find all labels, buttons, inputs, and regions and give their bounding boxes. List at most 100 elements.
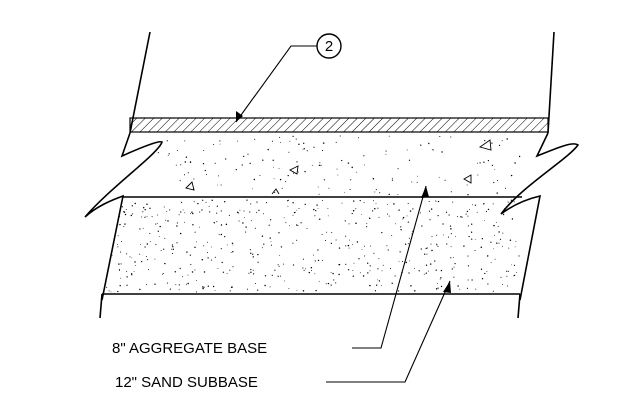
stipple-dot [497,179,499,182]
stipple-dot [296,289,298,291]
stipple-dot [285,181,287,183]
stipple-dot [190,263,192,265]
stipple-dot [149,232,151,235]
stipple-dot [442,234,444,236]
stipple-dot [366,226,368,228]
stipple-dot [139,253,141,255]
stipple-dot [270,241,272,242]
stipple-dot [518,155,521,158]
stipple-dot [117,246,119,248]
label-sand-subbase: 12" SAND SUBBASE [115,374,258,391]
stipple-dot [124,223,126,225]
stipple-dot [352,270,354,272]
stipple-dot [261,235,264,237]
stipple-dot [437,200,440,203]
stipple-dot [444,179,446,181]
stipple-dot [241,164,243,166]
stipple-dot [338,263,341,266]
stipple-dot [149,207,151,209]
stipple-dot [220,248,222,250]
stipple-dot [325,283,327,285]
stipple-dot [374,290,377,292]
stipple-dot [460,216,462,218]
stipple-dot [292,242,294,244]
stipple-dot [480,246,483,248]
stipple-dot [272,159,274,161]
stipple-dot [358,137,359,139]
stipple-dot [218,234,220,236]
stipple-dot [330,272,332,274]
stipple-dot [391,282,393,284]
stipple-dot [515,240,517,242]
stipple-dot [467,194,469,196]
stipple-dot [406,149,408,151]
stipple-dot [413,267,415,269]
stipple-dot [196,279,198,281]
stipple-dot [206,252,209,254]
stipple-dot [326,231,328,233]
stipple-dot [348,223,350,225]
stipple-dot [256,211,258,213]
stipple-dot [287,174,289,177]
stipple-dot [213,222,216,224]
stipple-dot [402,216,405,219]
stipple-dot [471,204,473,206]
stipple-dot [187,274,189,276]
stipple-dot [435,200,437,202]
stipple-dot [337,174,339,176]
stipple-dot [302,290,305,292]
stipple-dot [147,259,149,261]
stipple-dot [420,144,422,146]
stipple-dot [167,220,169,222]
stipple-dot [252,256,254,258]
stipple-dot [471,238,473,240]
stipple-dot [208,206,210,207]
stipple-dot [494,234,496,236]
stipple-dot [507,201,509,203]
stipple-dot [483,161,485,163]
stipple-dot [507,285,509,287]
stipple-dot [274,191,276,193]
stipple-dot [203,149,205,152]
arrowhead-sand-subbase [443,281,451,293]
stipple-dot [202,199,204,201]
stipple-dot [425,264,428,266]
stipple-dot [418,270,420,272]
callout-arrowhead [236,111,243,122]
stipple-dot [355,171,357,173]
stipple-dot [304,268,306,270]
stipple-dot [175,164,177,166]
stipple-dot [232,266,234,268]
stipple-dot [360,214,362,216]
stipple-dot [245,231,247,233]
stipple-dot [169,209,171,211]
stipple-dot [409,260,411,262]
stipple-dot [373,252,375,254]
stipple-dot [202,286,204,288]
stipple-dot [171,248,173,250]
stipple-dot [306,228,308,229]
stipple-dot [410,285,412,287]
stipple-dot [199,226,201,228]
stipple-dot [333,279,335,281]
stipple-dot [345,235,347,237]
stipple-dot [132,213,134,215]
stipple-dot [194,231,196,233]
stipple-dot [493,224,495,227]
stipple-dot [471,279,473,281]
stipple-dot [401,260,404,263]
stipple-dot [248,272,250,274]
stipple-dot [221,261,223,264]
stipple-dot [351,212,353,215]
stipple-dot [331,231,333,234]
stipple-dot [254,138,256,140]
stipple-dot [202,163,205,165]
stipple-dot [492,290,494,292]
stipple-dot [315,289,317,292]
stipple-dot [510,199,513,201]
stipple-dot [118,269,121,271]
left-edge-lower [99,293,103,319]
stipple-dot [506,275,508,277]
stipple-dot [453,276,455,278]
stipple-dot [298,143,300,146]
